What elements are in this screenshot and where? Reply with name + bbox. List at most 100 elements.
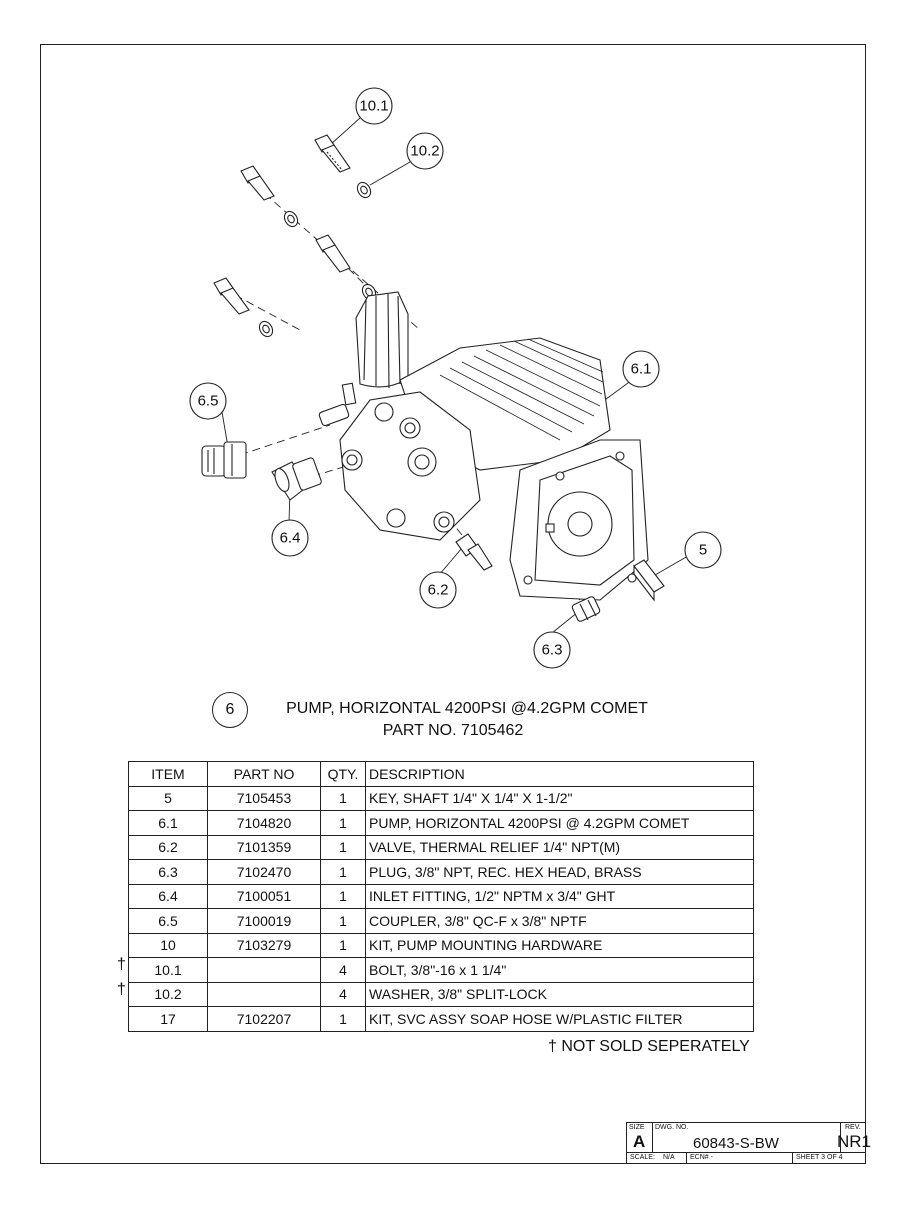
bom-header-description: DESCRIPTION [365,761,754,787]
callout-6-1-label: 6.1 [631,361,652,378]
bom-qty: 1 [320,883,366,909]
table-row: 6.5 7100019 1 COUPLER, 3/8" QC-F x 3/8" … [128,908,754,934]
dwg-label: DWG. NO. [655,1124,689,1131]
shaft-key-5-icon [633,559,665,602]
not-sold-separately-note: † NOT SOLD SEPERATELY [548,1038,750,1055]
bom-part-no: 7105453 [207,785,321,811]
table-row: 6.1 7104820 1 PUMP, HORIZONTAL 4200PSI @… [128,810,754,836]
dagger-mark-10-1: † [117,956,126,973]
bom-part-no: 7104820 [207,810,321,836]
table-row: 17 7102207 1 KIT, SVC ASSY SOAP HOSE W/P… [128,1006,754,1032]
title-block-sheet-cell: SHEET 3 OF 4 [793,1153,865,1164]
callout-5 [684,531,722,569]
table-row: 6.4 7100051 1 INLET FITTING, 1/2" NPTM x… [128,883,754,909]
bom-description: COUPLER, 3/8" QC-F x 3/8" NPTF [365,908,754,934]
callout-6-3-label: 6.3 [542,642,563,659]
bom-part-no [207,981,321,1007]
bom-part-no: 7100051 [207,883,321,909]
rev-label: REV. [845,1124,861,1131]
exploded-pump-drawing: 10.1 10.2 6.1 6.5 6.4 6.2 5 6.3 [189,87,722,669]
bom-qty: 4 [320,981,366,1007]
callout-circles [189,87,722,669]
bom-item: 17 [128,1006,208,1032]
callout-6-1 [622,350,660,388]
scale-value: N/A [663,1154,675,1161]
bolt-10-1-icon [314,134,351,173]
size-label: SIZE [629,1124,645,1131]
bom-qty: 1 [320,859,366,885]
inlet-fitting-6-4-icon [271,457,322,501]
bom-description: KIT, PUMP MOUNTING HARDWARE [365,932,754,958]
bom-qty: 1 [320,908,366,934]
bom-qty: 1 [320,810,366,836]
bom-qty: 1 [320,932,366,958]
drawing-number: 60843-S-BW [693,1135,779,1152]
title-block-dwg-cell: DWG. NO. 60843-S-BW [653,1123,841,1153]
table-row: 10 7103279 1 KIT, PUMP MOUNTING HARDWARE [128,932,754,958]
pump-body-icon [318,291,649,601]
table-row: 6.2 7101359 1 VALVE, THERMAL RELIEF 1/4"… [128,834,754,860]
sheet-number: SHEET 3 OF 4 [796,1154,843,1161]
callout-10-1-label: 10.1 [359,98,388,115]
callout-6-5 [189,382,227,420]
bom-part-no: 7101359 [207,834,321,860]
dagger-mark-10-2: † [117,981,126,998]
bom-item: 6.1 [128,810,208,836]
bom-item: 10.2 [128,981,208,1007]
relief-valve-6-2-icon [455,533,493,571]
bom-description: VALVE, THERMAL RELIEF 1/4" NPT(M) [365,834,754,860]
title-block-size-cell: SIZE A [627,1123,653,1153]
bom-header-part-no: PART NO [207,761,321,787]
bom-item: 10.1 [128,957,208,983]
bom-part-no: 7103279 [207,932,321,958]
bom-item: 5 [128,785,208,811]
bom-part-no: 7102470 [207,859,321,885]
assembly-title-text: PUMP, HORIZONTAL 4200PSI @4.2GPM COMET [286,700,648,717]
revision: NR1 [837,1132,872,1151]
callout-6-2-label: 6.2 [428,582,449,599]
bom-part-no: 7102207 [207,1006,321,1032]
callout-6-2 [419,571,457,609]
drawing-border [40,44,866,1164]
bom-header-item: ITEM [128,761,208,787]
bom-description: KEY, SHAFT 1/4" X 1/4" X 1-1/2" [365,785,754,811]
bom-description: WASHER, 3/8" SPLIT-LOCK [365,981,754,1007]
bom-header-row: ITEM PART NO QTY. DESCRIPTION [128,761,754,787]
bom-description: INLET FITTING, 1/2" NPTM x 3/4" GHT [365,883,754,909]
bom-description: BOLT, 3/8"-16 x 1 1/4" [365,957,754,983]
bom-header-qty: QTY. [320,761,366,787]
table-row: 10.1 4 BOLT, 3/8"-16 x 1 1/4" [128,957,754,983]
bom-item: 6.4 [128,883,208,909]
ecn-label: ECN# - [690,1154,713,1161]
callout-5-label: 5 [699,542,707,559]
bom-item: 6.2 [128,834,208,860]
table-row: 6.3 7102470 1 PLUG, 3/8" NPT, REC. HEX H… [128,859,754,885]
bom-item: 6.5 [128,908,208,934]
bom-part-no [207,957,321,983]
title-block-rev-cell: REV. NR1 [837,1123,871,1153]
bolt-lower-icon [213,277,250,315]
bill-of-materials-table: ITEM PART NO QTY. DESCRIPTION 5 7105453 … [128,761,754,1032]
callout-10-1 [355,87,393,125]
bom-item: 6.3 [128,859,208,885]
bom-qty: 1 [320,1006,366,1032]
bom-description: PUMP, HORIZONTAL 4200PSI @ 4.2GPM COMET [365,810,754,836]
bom-qty: 1 [320,785,366,811]
callout-10-2-label: 10.2 [410,143,439,160]
callout-10-2 [406,132,444,170]
table-row: 10.2 4 WASHER, 3/8" SPLIT-LOCK [128,981,754,1007]
callout-6-5-label: 6.5 [198,393,219,410]
assembly-item-callout: 6 [212,692,248,728]
coupler-6-5-icon [201,441,247,479]
table-row: 5 7105453 1 KEY, SHAFT 1/4" X 1/4" X 1-1… [128,785,754,811]
title-block-scale-cell: SCALE: N/A [627,1153,687,1164]
assembly-title: PUMP, HORIZONTAL 4200PSI @4.2GPM COMET [0,700,906,718]
bom-description: PLUG, 3/8" NPT, REC. HEX HEAD, BRASS [365,859,754,885]
callout-6-4 [271,519,309,557]
scale-label: SCALE: [630,1154,655,1161]
bom-qty: 4 [320,957,366,983]
size-value: A [633,1132,646,1151]
bolt-middle-icon [315,234,351,273]
callout-6-4-label: 6.4 [280,530,301,547]
callout-6-3 [533,631,571,669]
